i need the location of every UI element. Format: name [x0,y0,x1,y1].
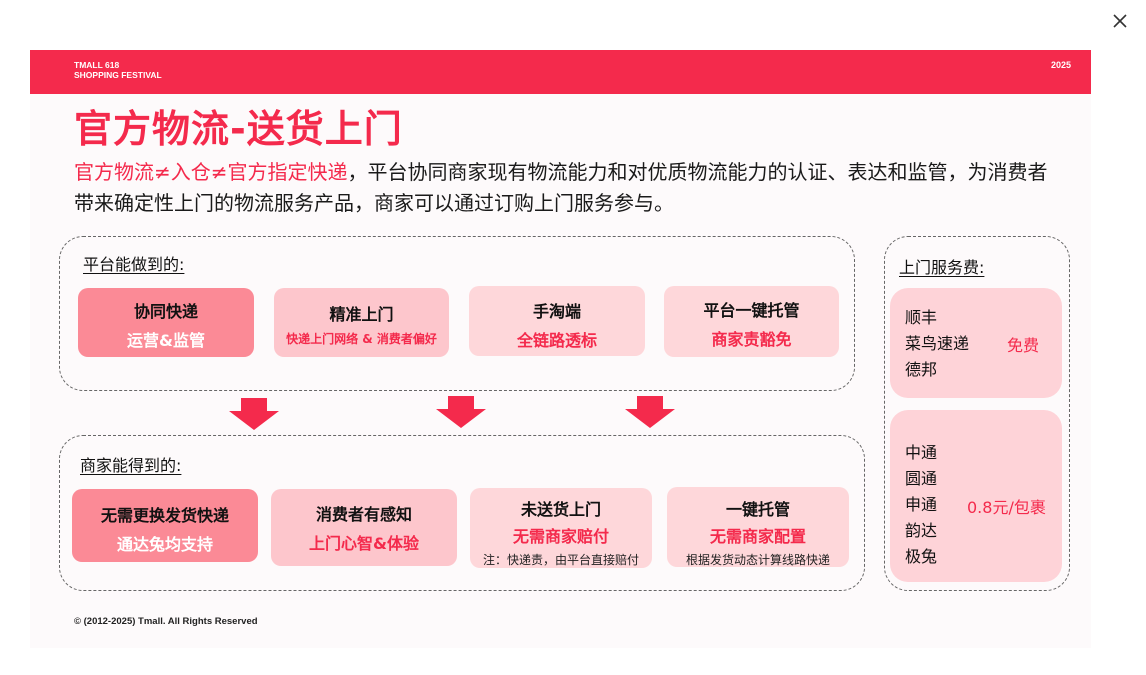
fee-price: 免费 [1007,336,1040,355]
card-subtitle: 无需商家配置 [709,527,806,546]
card-title: 一键托管 [725,500,790,519]
card-note: 根据发货动态计算线路快递 [685,553,830,567]
slide-image: TMALL 618 SHOPPING FESTIVAL 2025 官方物流-送货… [30,50,1091,648]
card-subtitle: 全链路透标 [516,331,597,350]
event-name-line1: TMALL 618 [74,60,120,70]
carrier-list: 中通 圆通 申通 韵达 极兔 [905,440,937,570]
fee-price: 0.8元/包裹 [967,498,1046,517]
platform-card: 协同快递 运营&监管 [78,288,254,357]
card-subtitle: 商家责豁免 [711,330,792,349]
copyright-text: © (2012-2025) Tmall. All Rights Reserved [74,616,258,627]
paid-fee-card: 中通 圆通 申通 韵达 极兔 0.8元/包裹 [890,410,1062,582]
card-subtitle: 上门心智&体验 [309,534,419,553]
platform-label: 平台能做到的: [83,255,185,274]
event-name: TMALL 618 SHOPPING FESTIVAL [74,60,162,80]
merchant-card: 消费者有感知 上门心智&体验 [271,489,457,566]
fee-label: 上门服务费: [899,258,985,277]
merchant-card: 无需更换发货快递 通达兔均支持 [72,489,258,562]
platform-card: 平台一键托管 商家责豁免 [664,286,839,357]
intro-highlight: 官方物流≠入仓≠官方指定快递 [74,160,348,184]
carrier-name: 极兔 [905,547,938,566]
close-icon [1113,14,1127,28]
platform-box [59,236,855,391]
merchant-box [59,435,865,591]
card-subtitle: 运营&监管 [127,331,205,350]
slide-title: 官方物流-送货上门 [74,107,403,151]
intro-text: 官方物流≠入仓≠官方指定快递，平台协同商家现有物流能力和对优质物流能力的认证、表… [74,157,1054,219]
card-title: 消费者有感知 [315,505,412,524]
platform-card: 手淘端 全链路透标 [469,286,645,356]
card-subtitle: 快递上门网络 & 消费者偏好 [286,332,437,346]
card-note: 注：快递责，由平台直接赔付 [482,553,639,567]
card-title: 无需更换发货快递 [100,506,229,525]
carrier-name: 圆通 [905,469,938,488]
carrier-name: 顺丰 [905,308,938,327]
carrier-name: 韵达 [905,521,938,540]
event-year: 2025 [1050,60,1071,70]
carrier-name: 菜鸟速递 [905,334,970,353]
platform-card: 精准上门 快递上门网络 & 消费者偏好 [274,288,449,357]
card-title: 协同快递 [133,302,198,321]
merchant-label: 商家能得到的: [80,456,182,475]
carrier-list: 顺丰 菜鸟速递 德邦 [905,305,969,383]
merchant-card: 一键托管 无需商家配置 根据发货动态计算线路快递 [667,487,849,567]
card-title: 平台一键托管 [703,301,800,320]
free-fee-card: 顺丰 菜鸟速递 德邦 免费 [890,288,1062,398]
merchant-card: 未送货上门 无需商家赔付 注：快递责，由平台直接赔付 [470,488,652,568]
card-title: 手淘端 [532,302,581,321]
card-title: 精准上门 [329,305,394,324]
fee-box [884,236,1070,591]
event-name-line2: SHOPPING FESTIVAL [74,70,162,80]
intro-rest: ，平台协同商家现有物流能力和对优质物流能力的认证、表达和监管，为消费者带来确定性… [74,160,1048,215]
down-arrow-icon [229,398,279,430]
close-button[interactable] [1108,9,1132,33]
carrier-name: 中通 [905,443,938,462]
card-subtitle: 无需商家赔付 [512,527,609,546]
slide-banner: TMALL 618 SHOPPING FESTIVAL 2025 [30,50,1091,94]
carrier-name: 德邦 [905,360,938,379]
card-subtitle: 通达兔均支持 [116,535,213,554]
carrier-name: 申通 [905,495,938,514]
down-arrow-icon [625,396,675,428]
card-title: 未送货上门 [520,500,601,519]
down-arrow-icon [436,396,486,428]
